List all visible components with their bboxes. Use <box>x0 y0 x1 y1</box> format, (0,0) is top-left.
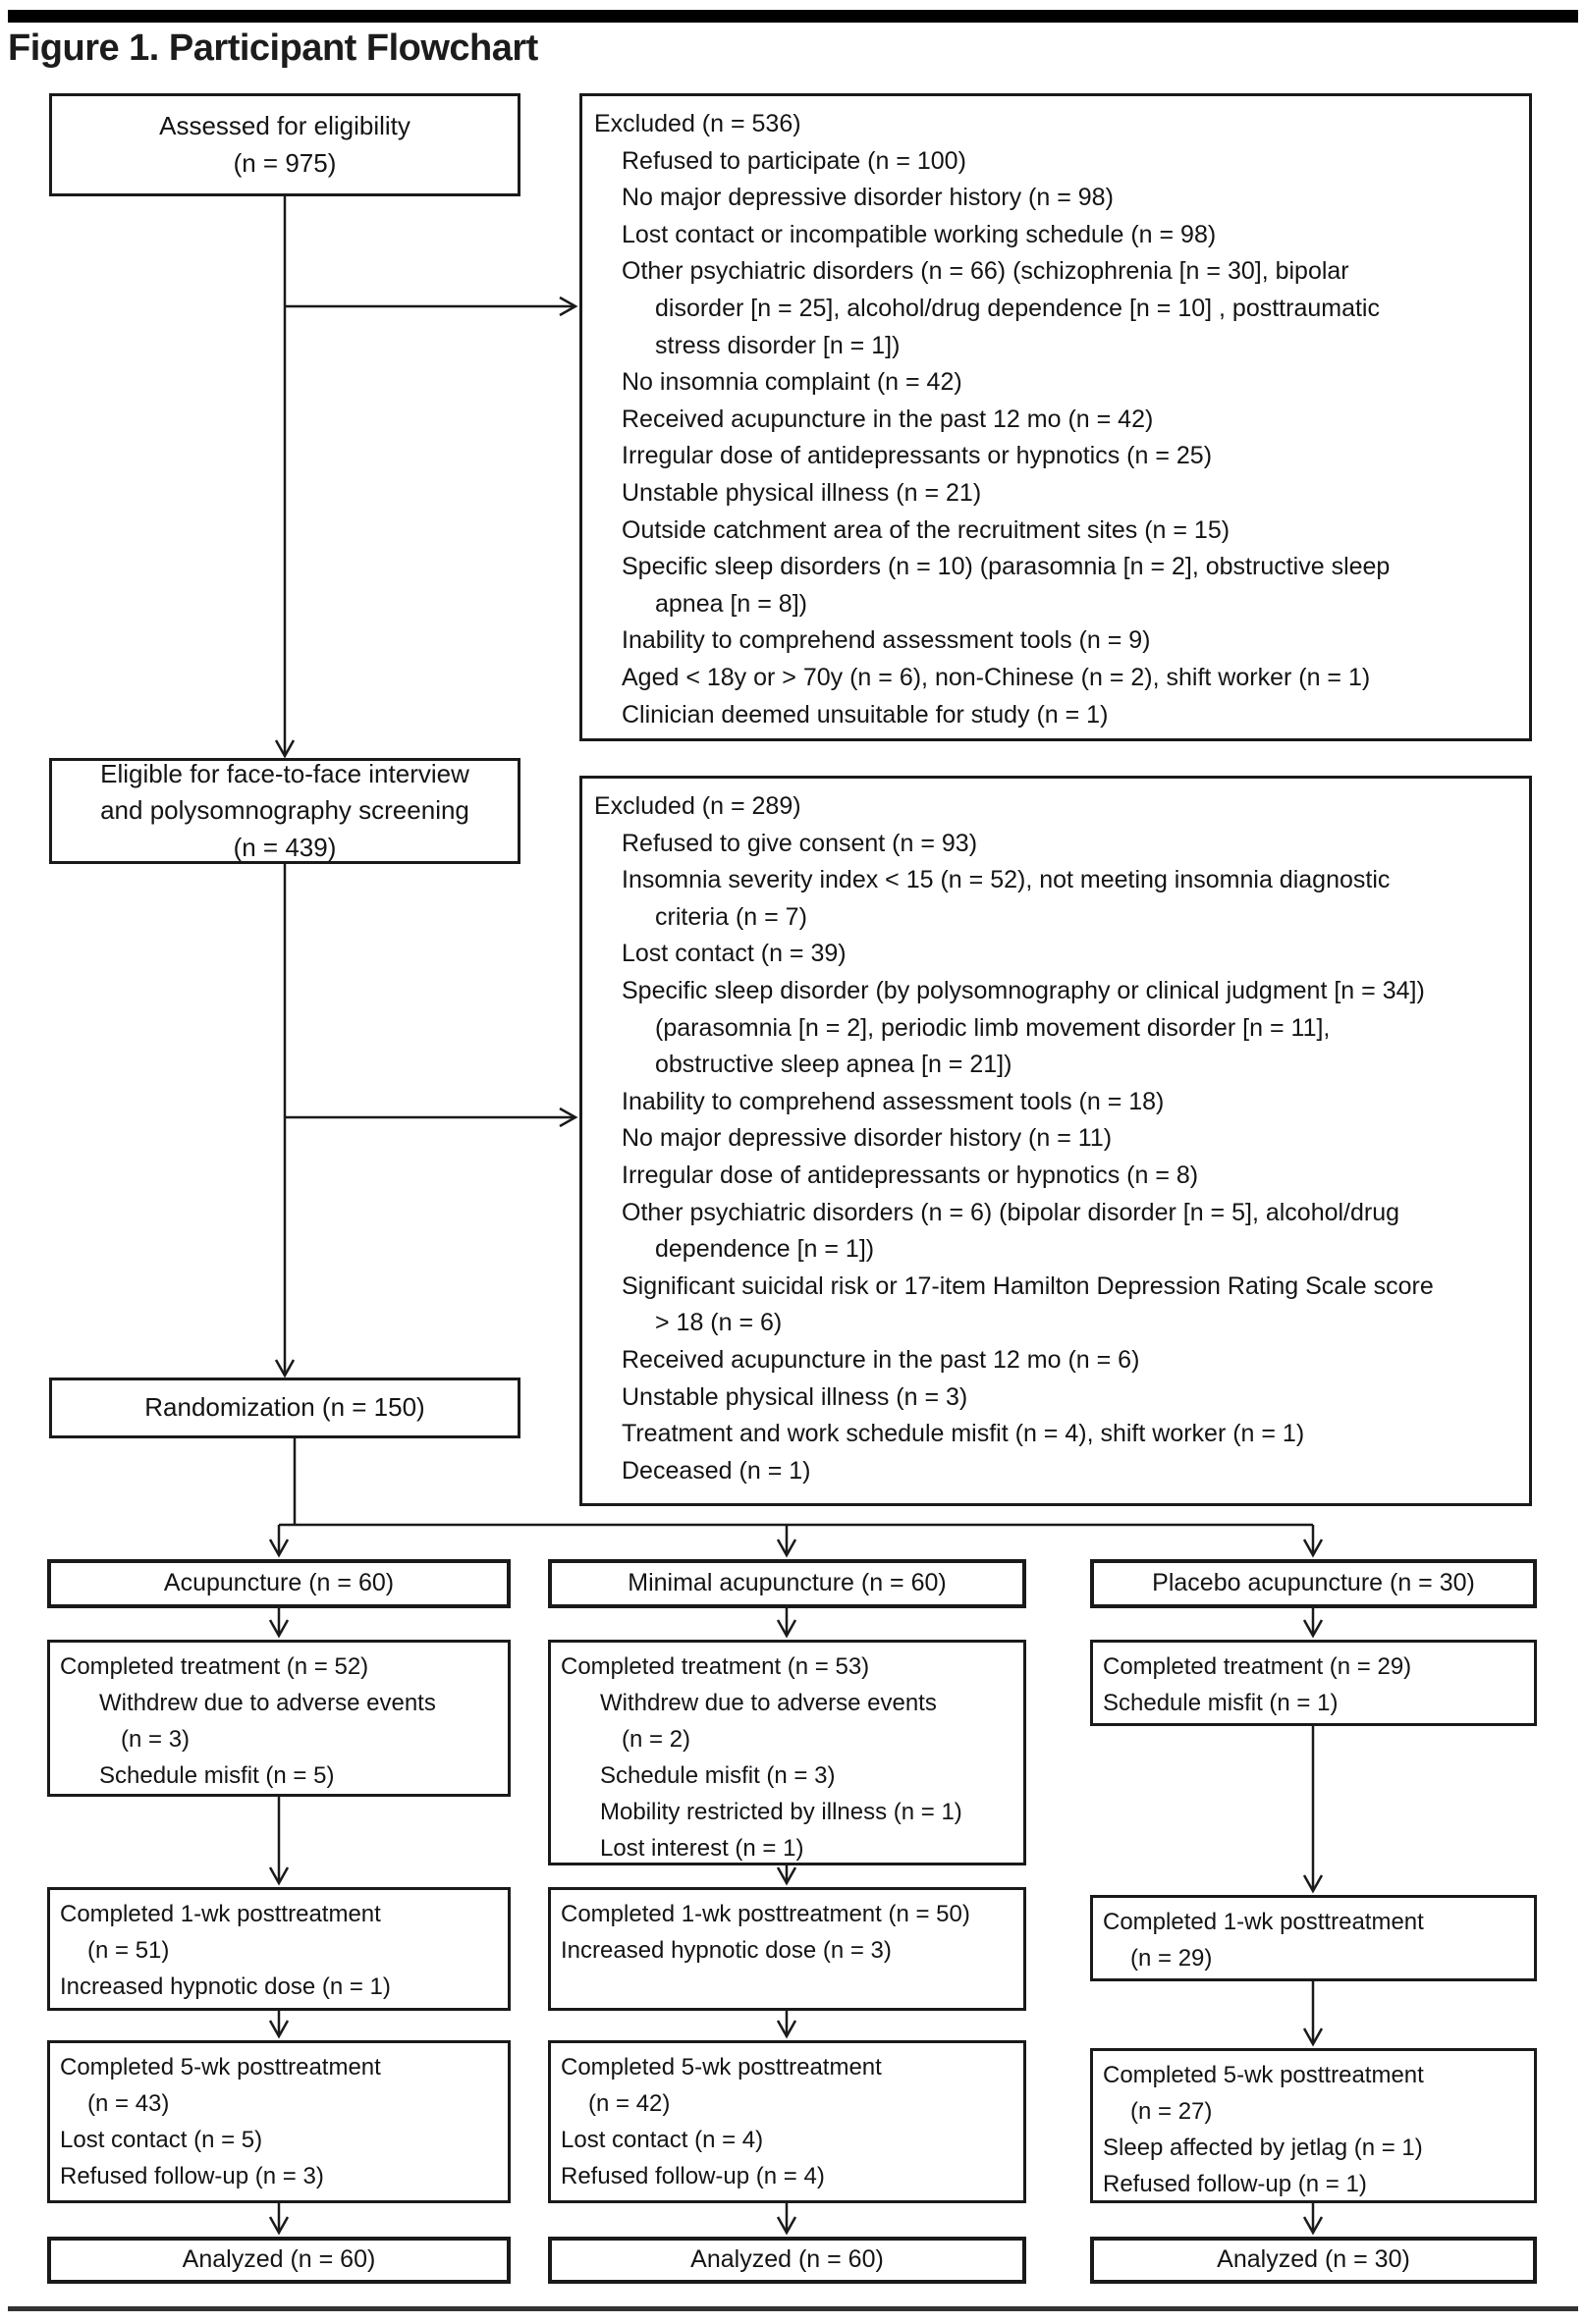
text-line: > 18 (n = 6) <box>655 1309 783 1337</box>
text-line: Completed 1-wk posttreatment <box>60 1901 381 1927</box>
group-header-acupuncture: Acupuncture (n = 60) <box>47 1559 511 1608</box>
text-line: Excluded (n = 289) <box>594 792 801 820</box>
text-line: Lost contact or incompatible working sch… <box>622 220 1217 248</box>
text-line: (n = 2) <box>622 1726 691 1753</box>
text-line: and polysomnography screening <box>100 795 469 826</box>
text-line: Mobility restricted by illness (n = 1) <box>600 1799 962 1825</box>
eligible-box: Eligible for face-to-face interview and p… <box>49 758 520 864</box>
post1wk-box-acupuncture: Completed 1-wk posttreatment (n = 51) Incr… <box>47 1887 511 2011</box>
text-line: Completed treatment (n = 53) <box>561 1653 870 1680</box>
text-line: No major depressive disorder history (n … <box>622 184 1114 212</box>
text-line: (n = 42) <box>588 2090 671 2117</box>
post5wk-box-placebo: Completed 5-wk posttreatment (n = 27) Slee… <box>1090 2048 1537 2203</box>
text-line: Assessed for eligibility <box>159 110 410 140</box>
analyzed-box-minimal: Analyzed (n = 60) <box>548 2237 1026 2284</box>
text-line: Increased hypnotic dose (n = 1) <box>60 1973 391 2000</box>
text-line: stress disorder [n = 1]) <box>655 331 901 359</box>
text-line: Completed 5-wk posttreatment <box>60 2054 381 2081</box>
treatment-box-acupuncture: Completed treatment (n = 52) Withdrew due… <box>47 1640 511 1797</box>
text-line: (n = 439) <box>233 832 337 862</box>
text-line: Irregular dose of antidepressants or hyp… <box>622 442 1213 470</box>
text-line: Deceased (n = 1) <box>622 1456 811 1485</box>
treatment-box-placebo: Completed treatment (n = 29) Schedule mis… <box>1090 1640 1537 1726</box>
text-line: obstructive sleep apnea [n = 21]) <box>655 1051 1012 1079</box>
group-header-minimal-acupuncture: Minimal acupuncture (n = 60) <box>548 1559 1026 1608</box>
text-line: Insomnia severity index < 15 (n = 52), n… <box>622 866 1391 894</box>
group-header-placebo-acupuncture: Placebo acupuncture (n = 30) <box>1090 1559 1537 1608</box>
text-line: Completed 5-wk posttreatment <box>1103 2062 1424 2088</box>
text-line: Completed treatment (n = 52) <box>60 1653 369 1680</box>
text-line: Lost contact (n = 39) <box>622 940 847 968</box>
assessed-box: Assessed for eligibility (n = 975) <box>49 93 520 196</box>
post1wk-box-minimal: Completed 1-wk posttreatment (n = 50) Inc… <box>548 1887 1026 2011</box>
text-line: disorder [n = 25], alcohol/drug dependen… <box>655 294 1380 322</box>
text-line: Excluded (n = 536) <box>594 110 801 137</box>
text-line: (n = 27) <box>1130 2098 1213 2125</box>
text-line: dependence [n = 1]) <box>655 1235 875 1264</box>
text-line: Completed treatment (n = 29) <box>1103 1653 1412 1680</box>
text-line: Randomization (n = 150) <box>144 1392 425 1423</box>
post5wk-box-acupuncture: Completed 5-wk posttreatment (n = 43) Lost… <box>47 2040 511 2203</box>
text-line: Schedule misfit (n = 1) <box>1103 1690 1339 1716</box>
text-line: (n = 43) <box>87 2090 170 2117</box>
text-line: Lost interest (n = 1) <box>600 1835 804 1862</box>
bottom-rule <box>8 2306 1578 2311</box>
text-line: Refused follow-up (n = 3) <box>60 2163 324 2189</box>
text-line: Other psychiatric disorders (n = 6) (bip… <box>622 1198 1400 1226</box>
treatment-box-minimal: Completed treatment (n = 53) Withdrew due… <box>548 1640 1026 1865</box>
text-line: No major depressive disorder history (n … <box>622 1124 1113 1153</box>
text-line: Significant suicidal risk or 17-item Ham… <box>622 1271 1434 1300</box>
text-line: Increased hypnotic dose (n = 3) <box>561 1937 892 1964</box>
post1wk-box-placebo: Completed 1-wk posttreatment (n = 29) <box>1090 1895 1537 1981</box>
text-line: Received acupuncture in the past 12 mo (… <box>622 1345 1140 1374</box>
text-line: Withdrew due to adverse events <box>600 1690 937 1716</box>
text-line: No insomnia complaint (n = 42) <box>622 368 962 397</box>
text-line: Eligible for face-to-face interview <box>100 758 469 788</box>
text-line: Unstable physical illness (n = 3) <box>622 1382 968 1411</box>
text-line: Completed 5-wk posttreatment <box>561 2054 882 2081</box>
text-line: (n = 29) <box>1130 1945 1213 1972</box>
text-line: Lost contact (n = 5) <box>60 2127 263 2153</box>
text-line: Inability to comprehend assessment tools… <box>622 1087 1165 1115</box>
analyzed-box-placebo: Analyzed (n = 30) <box>1090 2237 1537 2284</box>
text-line: Completed 1-wk posttreatment <box>1103 1909 1424 1935</box>
excluded-screening-box: Excluded (n = 536) Refused to participate… <box>579 93 1532 741</box>
text-line: criteria (n = 7) <box>655 902 807 931</box>
text-line: Other psychiatric disorders (n = 66) (sc… <box>622 257 1349 286</box>
text-line: Sleep affected by jetlag (n = 1) <box>1103 2135 1423 2161</box>
text-line: Lost contact (n = 4) <box>561 2127 764 2153</box>
text-line: Inability to comprehend assessment tools… <box>622 626 1151 655</box>
text-line: Irregular dose of antidepressants or hyp… <box>622 1161 1199 1189</box>
text-line: Received acupuncture in the past 12 mo (… <box>622 405 1154 433</box>
figure-title: Figure 1. Participant Flowchart <box>8 27 538 69</box>
text-line: Specific sleep disorders (n = 10) (paras… <box>622 553 1391 581</box>
text-line: Completed 1-wk posttreatment (n = 50) <box>561 1901 970 1927</box>
text-line: (n = 51) <box>87 1937 170 1964</box>
text-line: Treatment and work schedule misfit (n = … <box>622 1420 1305 1448</box>
text-line: Refused to participate (n = 100) <box>622 146 966 175</box>
text-line: (parasomnia [n = 2], periodic limb movem… <box>655 1013 1331 1042</box>
text-line: Specific sleep disorder (by polysomnogra… <box>622 976 1425 1004</box>
text-line: Clinician deemed unsuitable for study (n… <box>622 700 1109 729</box>
text-line: Refused follow-up (n = 1) <box>1103 2171 1367 2197</box>
text-line: Unstable physical illness (n = 21) <box>622 478 982 507</box>
text-line: Aged < 18y or > 70y (n = 6), non-Chinese… <box>622 663 1371 691</box>
text-line: Schedule misfit (n = 5) <box>99 1762 335 1789</box>
text-line: Refused to give consent (n = 93) <box>622 829 978 857</box>
text-line: (n = 975) <box>233 147 337 178</box>
post5wk-box-minimal: Completed 5-wk posttreatment (n = 42) Lost… <box>548 2040 1026 2203</box>
top-rule <box>8 10 1578 23</box>
text-line: (n = 3) <box>121 1726 191 1753</box>
excluded-interview-box: Excluded (n = 289) Refused to give consen… <box>579 776 1532 1506</box>
randomization-box: Randomization (n = 150) <box>49 1378 520 1438</box>
text-line: Schedule misfit (n = 3) <box>600 1762 836 1789</box>
text-line: Refused follow-up (n = 4) <box>561 2163 825 2189</box>
text-line: Outside catchment area of the recruitmen… <box>622 515 1231 544</box>
text-line: Withdrew due to adverse events <box>99 1690 436 1716</box>
analyzed-box-acupuncture: Analyzed (n = 60) <box>47 2237 511 2284</box>
text-line: apnea [n = 8]) <box>655 589 807 618</box>
